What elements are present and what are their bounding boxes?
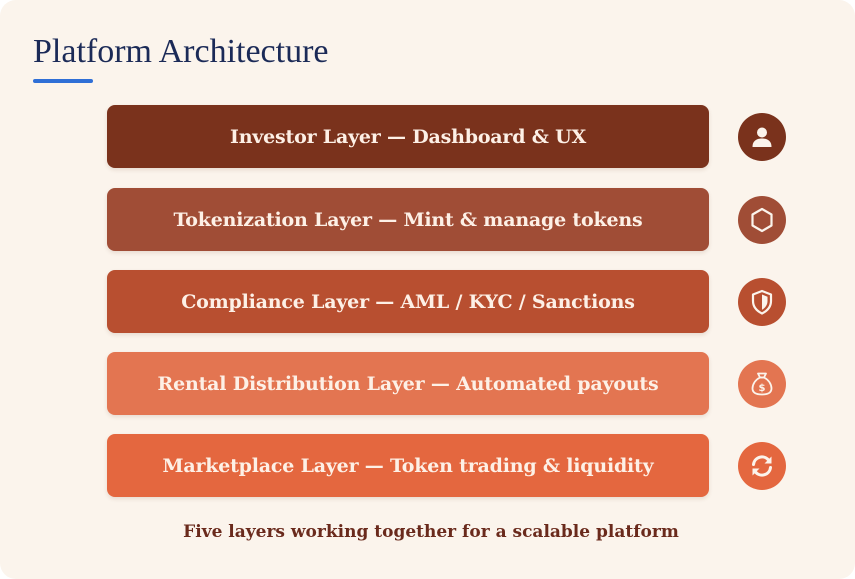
layer-investor: Investor Layer — Dashboard & UX [107, 105, 709, 168]
shield-icon [738, 278, 786, 326]
layer-compliance: Compliance Layer — AML / KYC / Sanctions [107, 270, 709, 333]
layer-label: Investor Layer — Dashboard & UX [230, 125, 586, 148]
layer-marketplace: Marketplace Layer — Token trading & liqu… [107, 434, 709, 497]
refresh-icon [738, 442, 786, 490]
footer-caption: Five layers working together for a scala… [183, 522, 679, 542]
layer-label: Rental Distribution Layer — Automated pa… [157, 372, 659, 395]
layer-tokenization: Tokenization Layer — Mint & manage token… [107, 188, 709, 251]
svg-text:$: $ [759, 383, 766, 394]
page-title: Platform Architecture [33, 33, 329, 70]
layer-label: Marketplace Layer — Token trading & liqu… [162, 454, 654, 477]
title-underline [33, 79, 93, 83]
layer-label: Tokenization Layer — Mint & manage token… [173, 208, 643, 231]
hexagon-icon [738, 196, 786, 244]
money-bag-icon: $ [738, 360, 786, 408]
layer-rental-distribution: Rental Distribution Layer — Automated pa… [107, 352, 709, 415]
layer-label: Compliance Layer — AML / KYC / Sanctions [181, 290, 635, 313]
user-icon [738, 113, 786, 161]
